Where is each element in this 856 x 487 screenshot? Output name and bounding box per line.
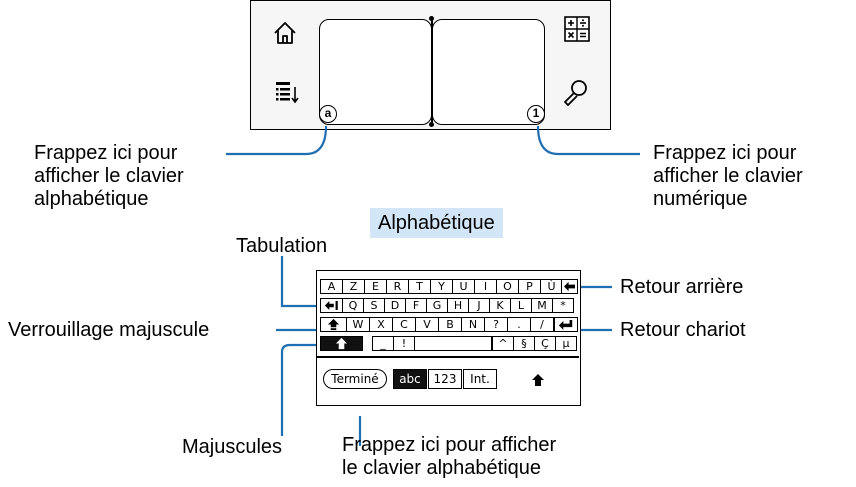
key[interactable]: A (320, 279, 343, 294)
mode-intl-button[interactable]: Int. (463, 369, 497, 389)
key[interactable]: L (510, 298, 532, 313)
shift-indicator-icon (531, 373, 545, 392)
numeric-writing-box[interactable] (432, 19, 545, 125)
find-icon[interactable] (561, 77, 591, 112)
alpha-writing-box[interactable] (319, 19, 432, 125)
menu-icon[interactable] (273, 79, 301, 112)
callout-line: Frappez ici pour (34, 142, 178, 164)
home-icon[interactable] (271, 19, 299, 52)
key[interactable]: Q (342, 298, 364, 313)
leader-numeric-area (536, 125, 640, 156)
leader-alpha-area (226, 125, 328, 156)
callout-return: Retour chariot (620, 319, 746, 341)
callout-line: afficher le clavier (34, 165, 184, 187)
caps-lock-key[interactable] (320, 317, 347, 332)
tab-arrow-icon (324, 301, 338, 310)
key[interactable]: T (408, 279, 431, 294)
key[interactable]: ! (393, 336, 415, 351)
key[interactable]: I (474, 279, 497, 294)
key[interactable]: Y (430, 279, 453, 294)
caps-lock-icon (327, 318, 340, 331)
key[interactable]: . (507, 317, 531, 332)
key[interactable]: X (369, 317, 393, 332)
key[interactable]: G (426, 298, 448, 313)
divider-dot (429, 16, 434, 21)
callout-alpha-area: Frappez ici pour afficher le clavier alp… (34, 142, 184, 211)
key[interactable]: * (552, 298, 574, 313)
backspace-key[interactable] (561, 279, 578, 294)
backspace-arrow-icon (564, 281, 575, 292)
done-button[interactable]: Terminé (323, 369, 387, 389)
center-divider (431, 19, 433, 125)
key[interactable]: F (405, 298, 427, 313)
key[interactable]: E (364, 279, 387, 294)
key[interactable]: § (513, 336, 535, 351)
key[interactable]: O (496, 279, 519, 294)
callout-shift: Majuscules (182, 436, 283, 458)
callout-abc: Frappez ici pour afficher le clavier alp… (342, 434, 556, 480)
key[interactable]: S (363, 298, 385, 313)
key[interactable]: µ (555, 336, 577, 351)
tab-key[interactable] (320, 298, 343, 313)
key[interactable]: P (518, 279, 541, 294)
key[interactable]: ^ (492, 336, 514, 351)
key[interactable]: Ç (534, 336, 556, 351)
key[interactable]: D (384, 298, 406, 313)
key[interactable]: C (392, 317, 416, 332)
callout-line: Frappez ici pour afficher (342, 434, 557, 456)
key[interactable]: R (386, 279, 409, 294)
callout-line: numérique (653, 188, 748, 210)
key[interactable]: / (530, 317, 554, 332)
keyboard-title-badge: Alphabétique (370, 208, 503, 238)
key[interactable]: ? (484, 317, 508, 332)
key[interactable]: Z (342, 279, 365, 294)
shift-key[interactable] (320, 336, 363, 351)
graffiti-numeric-button[interactable]: 1 (527, 105, 545, 123)
space-key[interactable] (414, 336, 492, 351)
key[interactable]: U (452, 279, 475, 294)
key[interactable]: Ù (540, 279, 563, 294)
callout-line: afficher le clavier (653, 165, 803, 187)
return-arrow-icon (558, 320, 573, 330)
callout-line: Frappez ici pour (653, 142, 797, 164)
callout-tabulation: Tabulation (236, 235, 328, 257)
key[interactable]: M (531, 298, 553, 313)
key[interactable]: _ (372, 336, 394, 351)
key[interactable]: W (346, 317, 370, 332)
mode-alpha-button[interactable]: abc (393, 369, 427, 389)
graffiti-area: a 1 (250, 0, 611, 130)
keyboard-bottom-divider (317, 356, 579, 358)
key[interactable]: V (415, 317, 439, 332)
shift-icon (335, 337, 348, 350)
callout-line: alphabétique (34, 188, 149, 210)
key[interactable]: K (489, 298, 511, 313)
callout-backspace: Retour arrière (620, 276, 744, 298)
key[interactable]: J (468, 298, 490, 313)
key[interactable]: B (438, 317, 462, 332)
key[interactable]: N (461, 317, 485, 332)
graffiti-alpha-button[interactable]: a (319, 105, 337, 123)
calculator-icon[interactable] (563, 15, 591, 48)
callout-caps-lock: Verrouillage majuscule (8, 319, 210, 341)
key[interactable]: H (447, 298, 469, 313)
divider-dot (429, 122, 434, 127)
mode-numeric-button[interactable]: 123 (428, 369, 462, 389)
callout-numeric-area: Frappez ici pour afficher le clavier num… (653, 142, 803, 211)
return-key[interactable] (554, 317, 578, 332)
callout-line: le clavier alphabétique (342, 457, 542, 479)
